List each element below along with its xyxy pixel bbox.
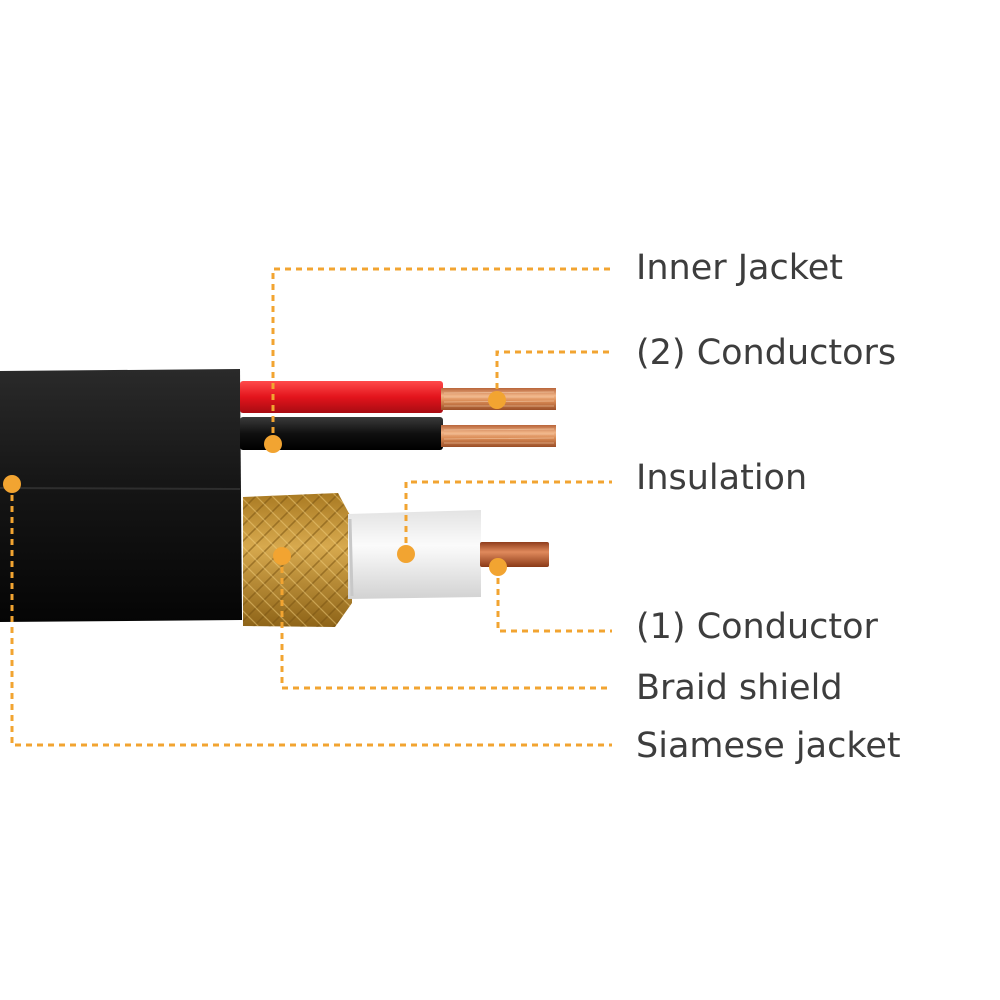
- callout-two-conductors: [495, 350, 612, 400]
- callout-one-conductor: [496, 567, 612, 633]
- callout-lines: [10, 267, 612, 747]
- dot-two-conductors: [488, 391, 506, 409]
- label-two-conductors: (2) Conductors: [636, 333, 897, 373]
- label-one-conductor: (1) Conductor: [636, 607, 878, 647]
- callout-dots: [3, 391, 507, 576]
- black-wire-copper: [441, 425, 556, 447]
- dot-inner-jacket: [264, 435, 282, 453]
- label-insulation: Insulation: [636, 458, 808, 498]
- callout-siamese-jacket: [10, 484, 612, 747]
- label-siamese-jacket: Siamese jacket: [636, 726, 901, 766]
- label-inner-jacket: Inner Jacket: [636, 248, 844, 288]
- callout-braid-shield: [280, 556, 612, 690]
- dot-insulation: [397, 545, 415, 563]
- label-braid-shield: Braid shield: [636, 668, 843, 708]
- jacket-groove: [0, 487, 241, 490]
- dot-siamese-jacket: [3, 475, 21, 493]
- dot-one-conductor: [489, 558, 507, 576]
- siamese-jacket-shape: [0, 369, 242, 622]
- red-wire-insulation: [240, 381, 443, 413]
- dot-braid-shield: [273, 547, 291, 565]
- black-wire-insulation: [240, 417, 443, 450]
- callout-insulation: [404, 480, 612, 554]
- callout-inner-jacket: [271, 267, 612, 444]
